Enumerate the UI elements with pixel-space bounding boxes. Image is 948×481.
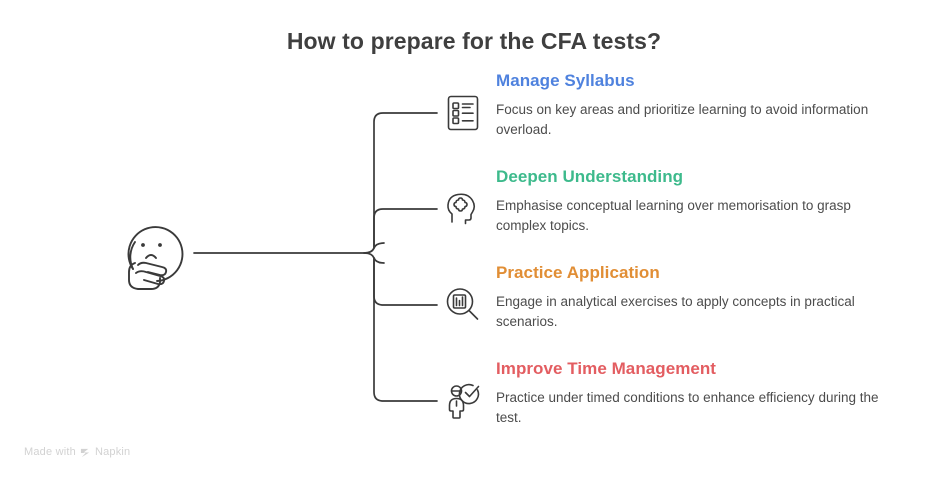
branch-heading: Manage Syllabus bbox=[496, 71, 635, 90]
branch-text: Improve Time Management Practice under t… bbox=[496, 358, 901, 428]
branch-text: Manage Syllabus Focus on key areas and p… bbox=[496, 70, 901, 140]
branch-heading: Deepen Understanding bbox=[496, 167, 684, 186]
footer-watermark: Made with Napkin bbox=[24, 446, 130, 458]
branch-description: Engage in analytical exercises to apply … bbox=[496, 294, 855, 329]
connector-branch-1 bbox=[373, 112, 438, 249]
branch-description: Focus on key areas and prioritize learni… bbox=[496, 102, 869, 137]
page-title: How to prepare for the CFA tests? bbox=[286, 28, 662, 54]
checklist-icon bbox=[437, 87, 489, 139]
napkin-logo-icon bbox=[80, 448, 90, 457]
connector-junction bbox=[363, 242, 385, 254]
branch-text: Practice Application Engage in analytica… bbox=[496, 262, 901, 332]
head-puzzle-icon bbox=[437, 183, 489, 235]
branch-description: Emphasise conceptual learning over memor… bbox=[496, 198, 851, 233]
person-check-icon bbox=[437, 375, 489, 427]
branch-heading: Improve Time Management bbox=[496, 359, 717, 378]
connector-branch-4 bbox=[373, 257, 438, 402]
thinking-face-icon bbox=[113, 211, 191, 293]
branch-description: Practice under timed conditions to enhan… bbox=[496, 390, 879, 425]
branch-heading: Practice Application bbox=[496, 263, 660, 282]
branch-text: Deepen Understanding Emphasise conceptua… bbox=[496, 166, 901, 236]
connector-branch-2 bbox=[373, 208, 438, 249]
connector-branch-3 bbox=[373, 257, 438, 306]
footer-made-with-label: Made with bbox=[24, 446, 76, 458]
footer-brand-label: Napkin bbox=[94, 446, 131, 458]
magnifier-chart-icon bbox=[437, 279, 489, 331]
connector-junction-lower bbox=[363, 252, 385, 264]
